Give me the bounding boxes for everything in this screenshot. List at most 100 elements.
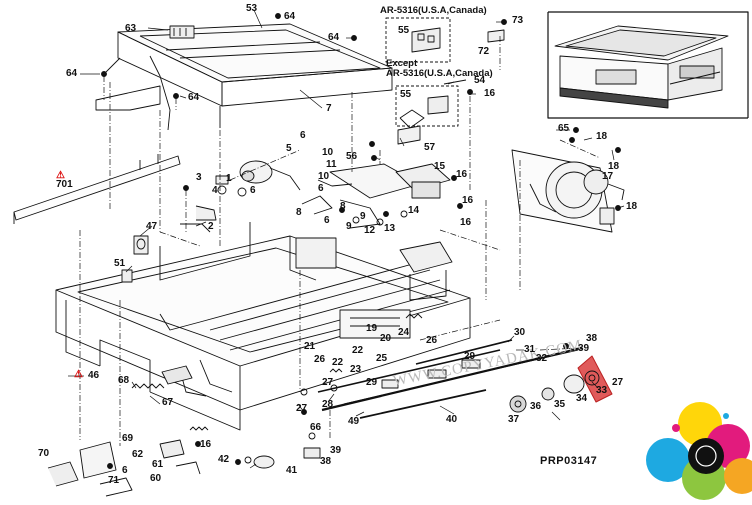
part-label-53: 53 <box>246 3 258 14</box>
part-label-1: 1 <box>226 173 232 184</box>
part-label-34: 34 <box>576 393 588 404</box>
part-label-20: 20 <box>380 333 392 344</box>
model-note-except-line2: AR-5316(U.S.A,Canada) <box>386 68 493 79</box>
part-label-31: 31 <box>524 344 536 355</box>
part-label-60: 60 <box>150 473 162 484</box>
part-label-15: 15 <box>434 161 446 172</box>
part-label-21: 21 <box>304 341 316 352</box>
part-label-14: 14 <box>408 205 420 216</box>
part-label-9b: 9 <box>346 221 352 232</box>
part-label-38b: 38 <box>320 456 332 467</box>
part-label-39b: 39 <box>330 445 342 456</box>
part-label-16e: 16 <box>200 439 212 450</box>
part-label-27a: 27 <box>322 377 334 388</box>
diagram-code: PRP03147 <box>540 455 598 467</box>
part-label-33: 33 <box>596 385 608 396</box>
part-label-22a: 22 <box>352 345 364 356</box>
part-label-16d: 16 <box>460 217 472 228</box>
part-label-27b: 27 <box>612 377 624 388</box>
part-label-72: 72 <box>478 46 490 57</box>
part-label-54: 54 <box>474 75 486 86</box>
drive-bracket <box>301 163 451 229</box>
main-frame <box>55 222 471 431</box>
machine-inset <box>547 11 749 119</box>
roller-shafts <box>300 339 585 419</box>
model-note-usa-canada: AR-5316(U.S.A,Canada) <box>380 5 487 16</box>
part-label-17: 17 <box>602 171 614 182</box>
part-label-63: 63 <box>125 23 137 34</box>
part-label-64d: 64 <box>188 92 200 103</box>
part-label-56: 56 <box>346 151 358 162</box>
part-label-18a: 18 <box>596 131 608 142</box>
part-label-12: 12 <box>364 225 376 236</box>
part-label-67: 67 <box>162 397 174 408</box>
part-label-19: 19 <box>366 323 378 334</box>
part-label-11: 11 <box>326 159 337 170</box>
part-label-7: 7 <box>326 103 332 114</box>
part-label-3: 3 <box>196 172 202 183</box>
part-label-28: 28 <box>322 399 334 410</box>
part-label-6e: 6 <box>122 465 128 476</box>
part-label-32: 32 <box>536 353 548 364</box>
part-label-23: 23 <box>350 364 362 375</box>
part-label-41: 41 <box>286 465 298 476</box>
part-label-51: 51 <box>114 258 126 269</box>
part-label-22b: 22 <box>332 357 344 368</box>
part-label-47: 47 <box>146 221 158 232</box>
part-label-18b: 18 <box>608 161 620 172</box>
highlighted-gear-33 <box>577 355 613 403</box>
part-label-27c: 27 <box>296 403 308 414</box>
lower-brackets <box>47 432 321 497</box>
part-label-38a: 38 <box>586 333 598 344</box>
part-label-42: 42 <box>218 454 230 465</box>
part-label-6d: 6 <box>324 215 330 226</box>
part-label-73: 73 <box>512 15 524 26</box>
part-label-25: 25 <box>376 353 388 364</box>
part-label-37: 37 <box>508 414 520 425</box>
part-label-55a: 55 <box>398 25 410 36</box>
gear-plate <box>511 149 625 233</box>
part-label-6c: 6 <box>250 185 256 196</box>
leader-lines <box>68 9 625 469</box>
part-label-62: 62 <box>132 449 144 460</box>
part-label-46: 46 <box>88 370 100 381</box>
part-label-64a: 64 <box>284 11 296 22</box>
part-label-30: 30 <box>514 327 526 338</box>
part-label-35: 35 <box>554 399 566 410</box>
part-label-49: 49 <box>348 416 360 427</box>
part-label-26a: 26 <box>426 335 438 346</box>
part-label-65: 65 <box>558 123 570 134</box>
part-label-18c: 18 <box>626 201 638 212</box>
model-note-except-line1: Except <box>386 58 418 69</box>
option-brackets <box>385 17 505 145</box>
part-label-66: 66 <box>310 422 322 433</box>
part-label-5: 5 <box>286 143 292 154</box>
part-label-10a: 10 <box>322 147 334 158</box>
part-label-26b: 26 <box>314 354 326 365</box>
part-label-68: 68 <box>118 375 130 386</box>
motor-assembly <box>180 160 301 233</box>
part-label-16a: 16 <box>484 88 496 99</box>
part-label-55b: 55 <box>400 89 412 100</box>
part-label-16c: 16 <box>462 195 474 206</box>
part-label-13: 13 <box>384 223 396 234</box>
bar-701 <box>13 154 181 224</box>
part-label-70: 70 <box>38 448 50 459</box>
part-label-69: 69 <box>122 433 134 444</box>
assembly-lines <box>79 36 601 446</box>
part-label-64b: 64 <box>328 32 340 43</box>
part-label-701: 701 <box>56 179 73 190</box>
part-label-29b: 29 <box>366 377 378 388</box>
part-label-24: 24 <box>398 327 410 338</box>
part-label-71: 71 <box>108 475 120 486</box>
color-logo <box>646 402 752 500</box>
part-label-6b: 6 <box>318 183 324 194</box>
part-label-16b: 16 <box>456 169 468 180</box>
scanner-housing <box>95 23 393 131</box>
part-label-61: 61 <box>152 459 164 470</box>
springs <box>121 235 423 431</box>
part-label-2: 2 <box>208 221 214 232</box>
part-label-4: 4 <box>212 185 218 196</box>
part-label-57: 57 <box>424 142 436 153</box>
